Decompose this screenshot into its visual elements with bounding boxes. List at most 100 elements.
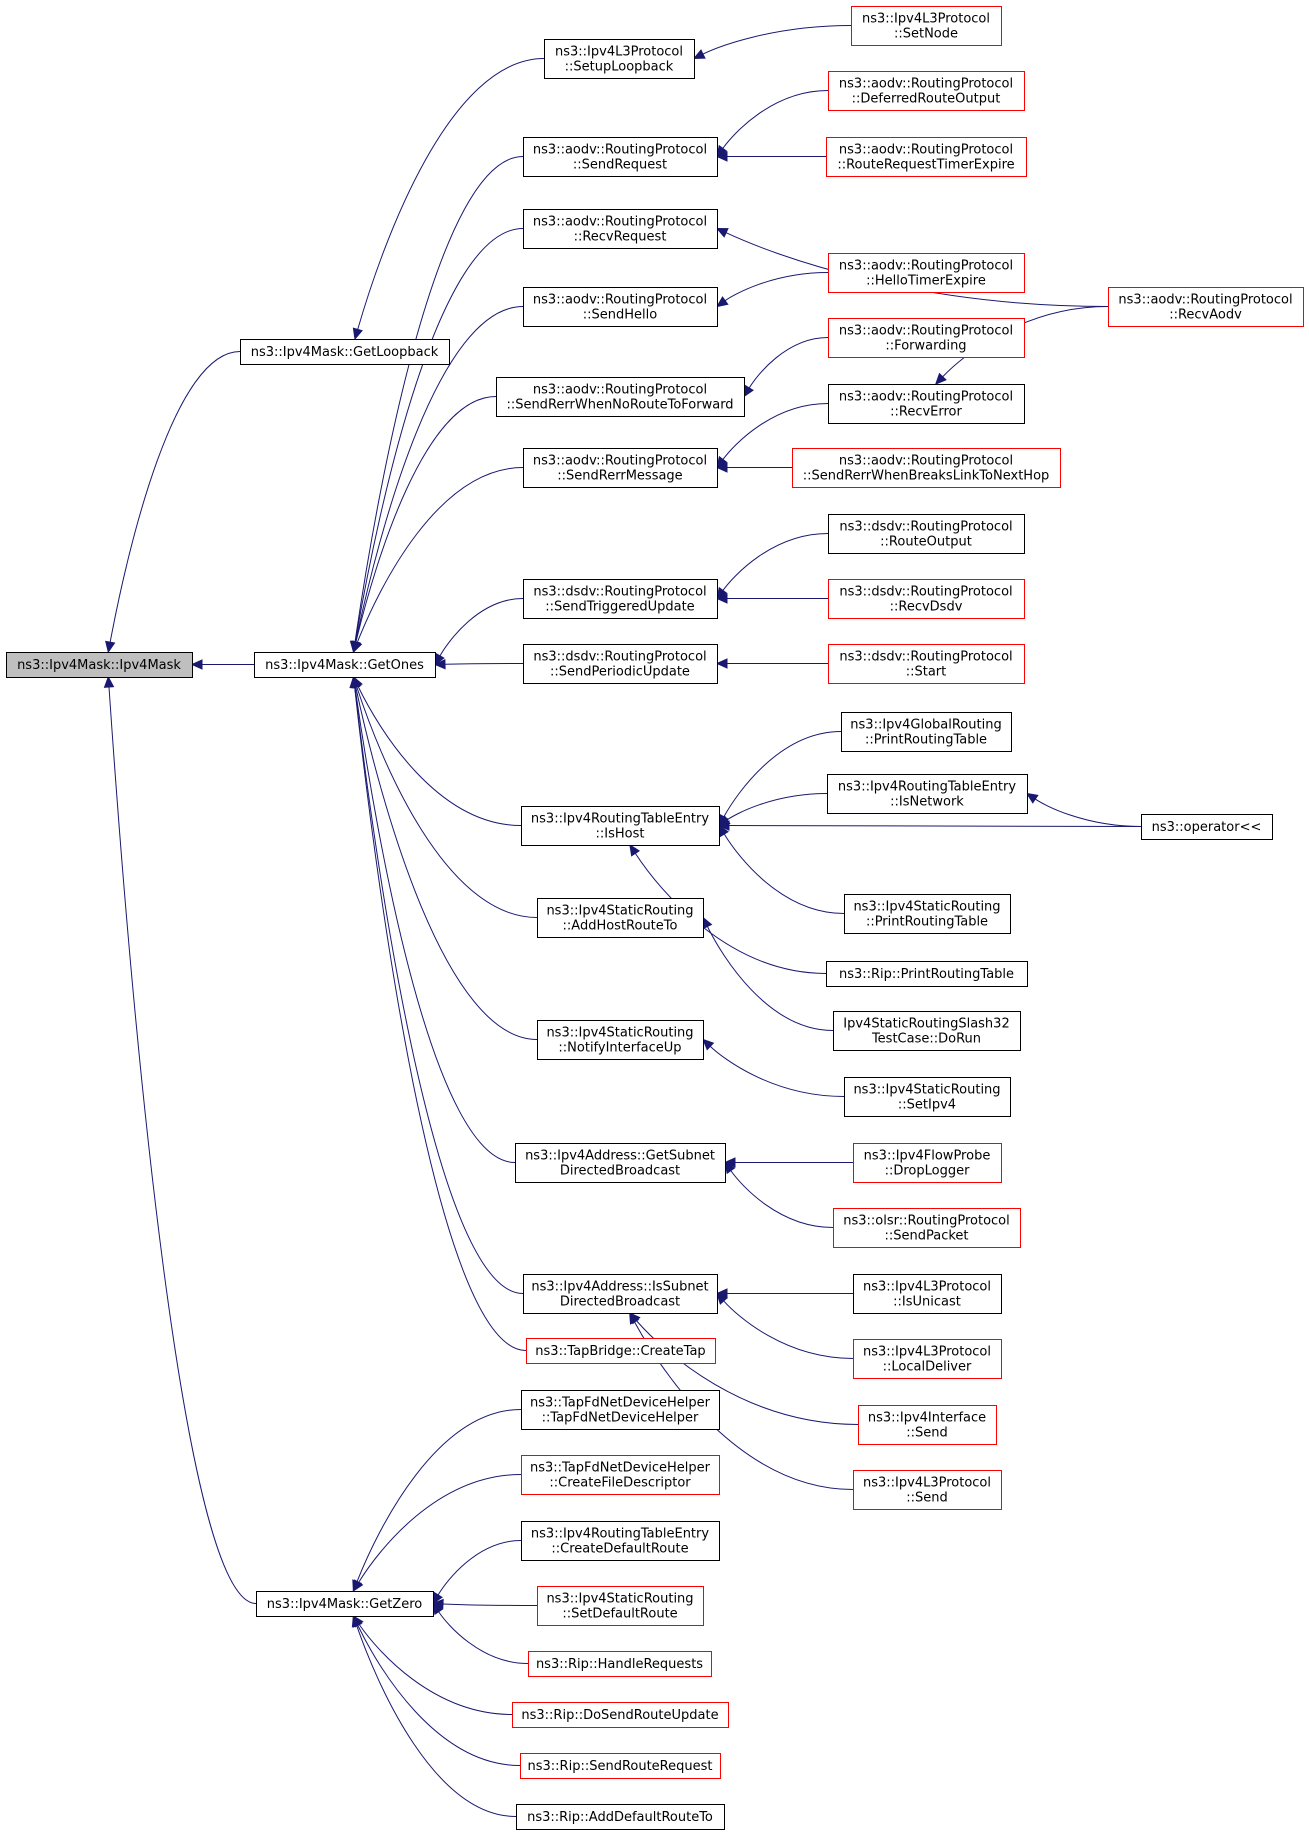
node-handleRequests[interactable]: ns3::Rip::HandleRequests: [528, 1651, 712, 1677]
node-isNetwork[interactable]: ns3::Ipv4RoutingTableEntry::IsNetwork: [827, 774, 1028, 814]
node-olsrSendPacket[interactable]: ns3::olsr::RoutingProtocol::SendPacket: [833, 1208, 1021, 1248]
node-isHost[interactable]: ns3::Ipv4RoutingTableEntry::IsHost: [521, 806, 720, 846]
edge-getZero-setDefaultRoute: [431, 1598, 538, 1610]
node-recvRequest[interactable]: ns3::aodv::RoutingProtocol::RecvRequest: [523, 209, 718, 249]
node-box: [523, 1274, 718, 1314]
node-doSendRouteUpdate[interactable]: ns3::Rip::DoSendRouteUpdate: [512, 1702, 729, 1728]
node-label: ns3::aodv::RoutingProtocol: [533, 143, 707, 158]
node-operatorOut[interactable]: ns3::operator<<: [1141, 814, 1273, 840]
edge-getOnes-isSubnetDB: [349, 675, 524, 1294]
node-setDefaultRoute[interactable]: ns3::Ipv4StaticRouting::SetDefaultRoute: [537, 1586, 704, 1626]
node-label: ns3::Ipv4L3Protocol: [863, 1345, 991, 1360]
node-recvAodv[interactable]: ns3::aodv::RoutingProtocol::RecvAodv: [1108, 287, 1304, 327]
node-sendRouteRequest[interactable]: ns3::Rip::SendRouteRequest: [520, 1753, 721, 1779]
node-label: ns3::Ipv4RoutingTableEntry: [838, 780, 1016, 795]
node-box: [858, 1405, 997, 1445]
node-getSubnetDB[interactable]: ns3::Ipv4Address::GetSubnetDirectedBroad…: [515, 1143, 726, 1183]
node-label: ::SetDefaultRoute: [562, 1607, 677, 1622]
node-createTap[interactable]: ns3::TapBridge::CreateTap: [526, 1338, 716, 1364]
node-label: ns3::Ipv4RoutingTableEntry: [531, 1527, 709, 1542]
node-getOnes[interactable]: ns3::Ipv4Mask::GetOnes: [254, 652, 436, 678]
node-sendRerrNoRoute[interactable]: ns3::aodv::RoutingProtocol::SendRerrWhen…: [496, 377, 745, 417]
node-createFileDescriptor[interactable]: ns3::TapFdNetDeviceHelper::CreateFileDes…: [521, 1455, 720, 1495]
edge-sendPeriodicUpdate-dsdvStart: [715, 658, 829, 669]
node-ifaceSend[interactable]: ns3::Ipv4Interface::Send: [858, 1405, 997, 1445]
node-box: [523, 209, 718, 249]
node-label: ns3::aodv::RoutingProtocol: [533, 215, 707, 230]
node-tapFdCtor[interactable]: ns3::TapFdNetDeviceHelper::TapFdNetDevic…: [521, 1390, 720, 1430]
edge-sendRequest-deferredRouteOutput: [716, 90, 829, 158]
node-helloTimerExpire[interactable]: ns3::aodv::RoutingProtocol::HelloTimerEx…: [828, 253, 1025, 293]
edge-isSubnetDB-localDeliver: [716, 1292, 854, 1359]
node-globalPrint[interactable]: ns3::Ipv4GlobalRouting::PrintRoutingTabl…: [841, 712, 1012, 752]
node-label: ns3::aodv::RoutingProtocol: [839, 390, 1013, 405]
node-label: ns3::dsdv::RoutingProtocol: [839, 650, 1012, 665]
node-label: ns3::Rip::AddDefaultRouteTo: [527, 1810, 713, 1825]
node-addHostRouteTo[interactable]: ns3::Ipv4StaticRouting::AddHostRouteTo: [537, 898, 704, 938]
node-sendRerrMessage[interactable]: ns3::aodv::RoutingProtocol::SendRerrMess…: [523, 448, 718, 488]
edge-isHost-globalPrint: [718, 731, 842, 827]
edge-sendTriggeredUpdate-routeOutput: [716, 533, 829, 600]
node-label: ::RecvAodv: [1169, 308, 1242, 323]
node-dropLogger[interactable]: ns3::Ipv4FlowProbe::DropLogger: [853, 1143, 1002, 1183]
node-dsdvStart[interactable]: ns3::dsdv::RoutingProtocol::Start: [828, 644, 1025, 684]
node-setupLoopback[interactable]: ns3::Ipv4L3Protocol::SetupLoopback: [544, 39, 695, 79]
node-notifyInterfaceUp[interactable]: ns3::Ipv4StaticRouting::NotifyInterfaceU…: [537, 1020, 704, 1060]
node-label: ns3::Ipv4Address::GetSubnet: [525, 1149, 715, 1164]
node-ripPrint[interactable]: ns3::Rip::PrintRoutingTable: [826, 961, 1028, 987]
node-box: [520, 1753, 721, 1779]
node-box: [515, 1143, 726, 1183]
edge-isHost-staticPrint: [718, 824, 845, 914]
node-localDeliver[interactable]: ns3::Ipv4L3Protocol::LocalDeliver: [853, 1339, 1002, 1379]
node-setIpv4[interactable]: ns3::Ipv4StaticRouting::SetIpv4: [844, 1077, 1011, 1117]
node-box: [523, 579, 718, 619]
node-forwarding[interactable]: ns3::aodv::RoutingProtocol::Forwarding: [828, 318, 1025, 358]
node-box: [792, 448, 1061, 488]
node-label: DirectedBroadcast: [560, 1295, 680, 1310]
node-recvDsdv[interactable]: ns3::dsdv::RoutingProtocol::RecvDsdv: [828, 579, 1025, 619]
node-isUnicast[interactable]: ns3::Ipv4L3Protocol::IsUnicast: [853, 1274, 1002, 1314]
node-label: DirectedBroadcast: [560, 1164, 680, 1179]
node-sendPeriodicUpdate[interactable]: ns3::dsdv::RoutingProtocol::SendPeriodic…: [523, 644, 718, 684]
edge-getSubnetDB-olsrSendPacket: [724, 1161, 834, 1228]
node-staticPrint[interactable]: ns3::Ipv4StaticRouting::PrintRoutingTabl…: [844, 894, 1011, 934]
node-box: [826, 961, 1028, 987]
node-sendHello[interactable]: ns3::aodv::RoutingProtocol::SendHello: [523, 287, 718, 327]
edge-sendRerrMessage-sendRerrBreaks: [715, 462, 792, 473]
node-deferredRouteOutput[interactable]: ns3::aodv::RoutingProtocol::DeferredRout…: [828, 71, 1025, 111]
edge-getOnes-sendRerrNoRoute: [350, 396, 497, 654]
edge-getZero-createFileDescriptor: [352, 1474, 522, 1593]
node-label: ::IsUnicast: [893, 1295, 961, 1310]
node-addDefaultRouteTo[interactable]: ns3::Rip::AddDefaultRouteTo: [516, 1804, 725, 1830]
node-routeOutput[interactable]: ns3::dsdv::RoutingProtocol::RouteOutput: [828, 514, 1025, 554]
node-sendRerrBreaks[interactable]: ns3::aodv::RoutingProtocol::SendRerrWhen…: [792, 448, 1061, 488]
node-label: ns3::Ipv4FlowProbe: [864, 1149, 991, 1164]
node-label: ::RecvDsdv: [890, 600, 963, 615]
node-label: ns3::operator<<: [1152, 820, 1262, 835]
node-box: [1141, 814, 1273, 840]
node-label: ::NotifyInterfaceUp: [558, 1041, 681, 1056]
node-getZero[interactable]: ns3::Ipv4Mask::GetZero: [256, 1591, 434, 1617]
node-root[interactable]: ns3::Ipv4Mask::Ipv4Mask: [6, 652, 193, 678]
node-routeRequestTimerExpire[interactable]: ns3::aodv::RoutingProtocol::RouteRequest…: [826, 137, 1027, 177]
node-label: ns3::aodv::RoutingProtocol: [533, 454, 707, 469]
node-label: ns3::Ipv4Mask::Ipv4Mask: [17, 658, 181, 673]
node-createDefaultRoute[interactable]: ns3::Ipv4RoutingTableEntry::CreateDefaul…: [521, 1521, 720, 1561]
node-label: ns3::Ipv4RoutingTableEntry: [531, 812, 709, 827]
node-sendRequest[interactable]: ns3::aodv::RoutingProtocol::SendRequest: [523, 137, 718, 177]
node-sendTriggeredUpdate[interactable]: ns3::dsdv::RoutingProtocol::SendTriggere…: [523, 579, 718, 619]
node-setNode[interactable]: ns3::Ipv4L3Protocol::SetNode: [851, 6, 1002, 46]
node-l3Send[interactable]: ns3::Ipv4L3Protocol::Send: [853, 1470, 1002, 1510]
edges-layer: [103, 25, 1142, 1817]
edge-getZero-handleRequests: [432, 1602, 529, 1664]
node-label: ::PrintRoutingTable: [866, 915, 988, 930]
edge-isNetwork-operatorOut: [1025, 792, 1142, 827]
node-box: [828, 514, 1025, 554]
node-recvError[interactable]: ns3::aodv::RoutingProtocol::RecvError: [828, 384, 1025, 424]
node-isSubnetDB[interactable]: ns3::Ipv4Address::IsSubnetDirectedBroadc…: [523, 1274, 718, 1314]
node-label: ns3::dsdv::RoutingProtocol: [839, 520, 1012, 535]
node-label: ::TapFdNetDeviceHelper: [542, 1411, 699, 1426]
node-getLoopback[interactable]: ns3::Ipv4Mask::GetLoopback: [240, 339, 450, 365]
node-label: ns3::aodv::RoutingProtocol: [533, 383, 707, 398]
